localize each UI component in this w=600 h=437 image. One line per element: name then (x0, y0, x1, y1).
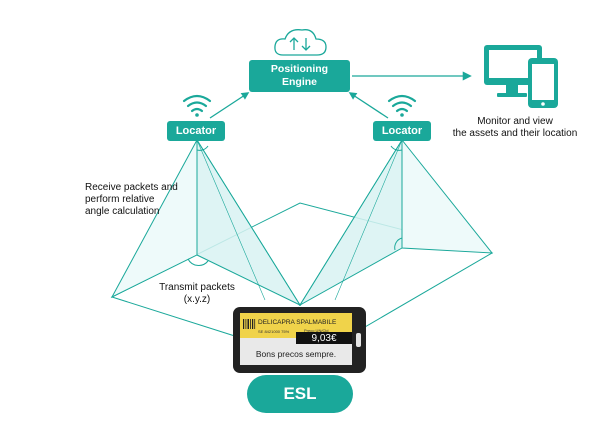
esl-product-name: DELICAPRA SPALMABILE (258, 319, 337, 326)
arrow-right-locator-to-engine (348, 92, 389, 119)
monitor-caption-line1: Monitor and view (477, 116, 553, 127)
engine-label-line1: Positioning (270, 63, 329, 75)
barcode-icon (243, 319, 256, 329)
left-cone-ray (196, 139, 301, 306)
monitor-phone-icon (484, 45, 558, 108)
transmit-caption-line2: (x.y.z) (183, 294, 211, 305)
esl-slogan: Bons precos sempre. (255, 349, 337, 359)
receive-caption-line3: angle calculation (85, 206, 160, 217)
receive-caption-line2: perform relative (85, 194, 155, 205)
arrow-left-locator-to-engine (209, 92, 250, 119)
led-indicator-icon (356, 333, 361, 347)
right-cone-ray (299, 139, 403, 306)
cloud-sync-icon (274, 29, 327, 56)
right-cone-ray-2 (334, 139, 403, 301)
wifi-icon (387, 94, 417, 117)
esl-pill: ESL (247, 375, 353, 413)
engine-label-line2: Engine (281, 76, 317, 88)
monitor-caption: Monitor and view the assets and their lo… (440, 116, 590, 140)
right-wall (401, 138, 494, 254)
right-angle-arc-bottom (394, 237, 403, 251)
left-cone-ray-2 (196, 139, 266, 301)
monitor-caption-line2: the assets and their location (452, 128, 578, 139)
esl-unit-label: Preco UN/Cld (304, 328, 329, 333)
esl-tag (233, 307, 366, 373)
transmit-caption-line1: Transmit packets (159, 282, 235, 293)
locator-left-label: Locator (175, 125, 217, 137)
locator-left-box: Locator (167, 121, 225, 141)
esl-price: 9,03€ (311, 333, 337, 344)
left-angle-arc-top (196, 145, 209, 151)
locator-right-box: Locator (373, 121, 431, 141)
wifi-icon (182, 94, 212, 117)
transmit-caption: Transmit packets (x.y.z) (142, 282, 252, 306)
receive-caption: Receive packets and perform relative ang… (85, 182, 195, 218)
receive-caption-line1: Receive packets and (85, 182, 178, 193)
locator-right-label: Locator (381, 125, 423, 137)
esl-product-code: SE 8421000 75% (258, 329, 290, 334)
positioning-engine-box: Positioning Engine (249, 60, 350, 92)
right-angle-arc-top (390, 145, 403, 151)
esl-label: ESL (283, 384, 317, 403)
left-angle-arc-bottom (187, 258, 209, 266)
